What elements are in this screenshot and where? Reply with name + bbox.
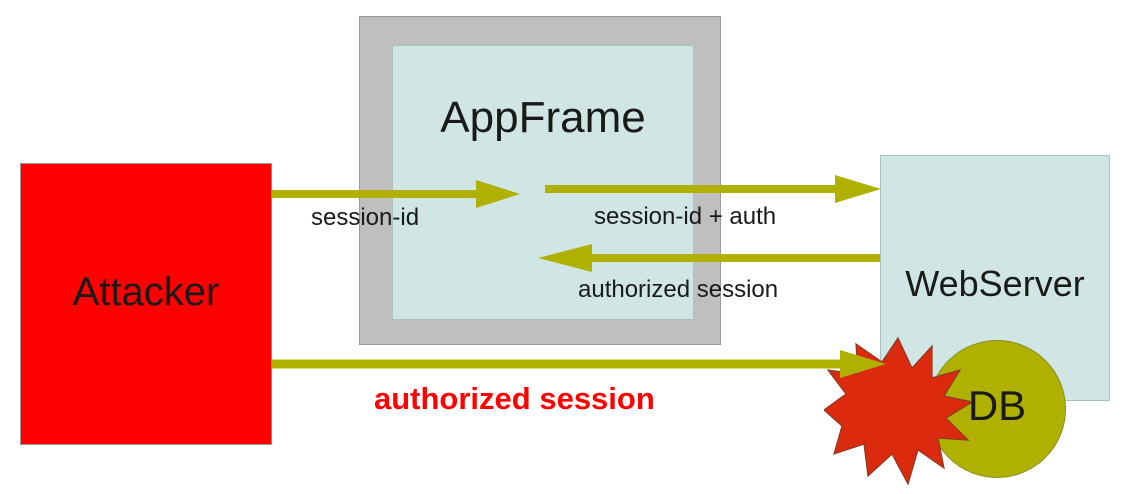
node-webserver-label: WebServer: [905, 263, 1085, 304]
arrow-session-id-auth: [545, 175, 881, 203]
arrow-session-id-auth-label: session-id + auth: [594, 203, 777, 230]
arrow-authorized-session-direct-label: authorized session: [374, 381, 655, 416]
node-appframe-label: AppFrame: [440, 93, 646, 142]
arrow-authorized-session-return-label: authorized session: [578, 276, 779, 303]
explosion-icon: [824, 336, 972, 486]
arrow-authorized-session-return: [538, 244, 880, 272]
node-appframe-panel: [392, 45, 694, 320]
arrow-session-id-label: session-id: [311, 204, 420, 231]
node-db-label: DB: [967, 382, 1027, 429]
arrow-session-id: [272, 180, 520, 208]
node-attacker: [20, 163, 272, 445]
arrow-authorized-session-direct: [272, 350, 886, 378]
node-attacker-label: Attacker: [72, 270, 220, 314]
